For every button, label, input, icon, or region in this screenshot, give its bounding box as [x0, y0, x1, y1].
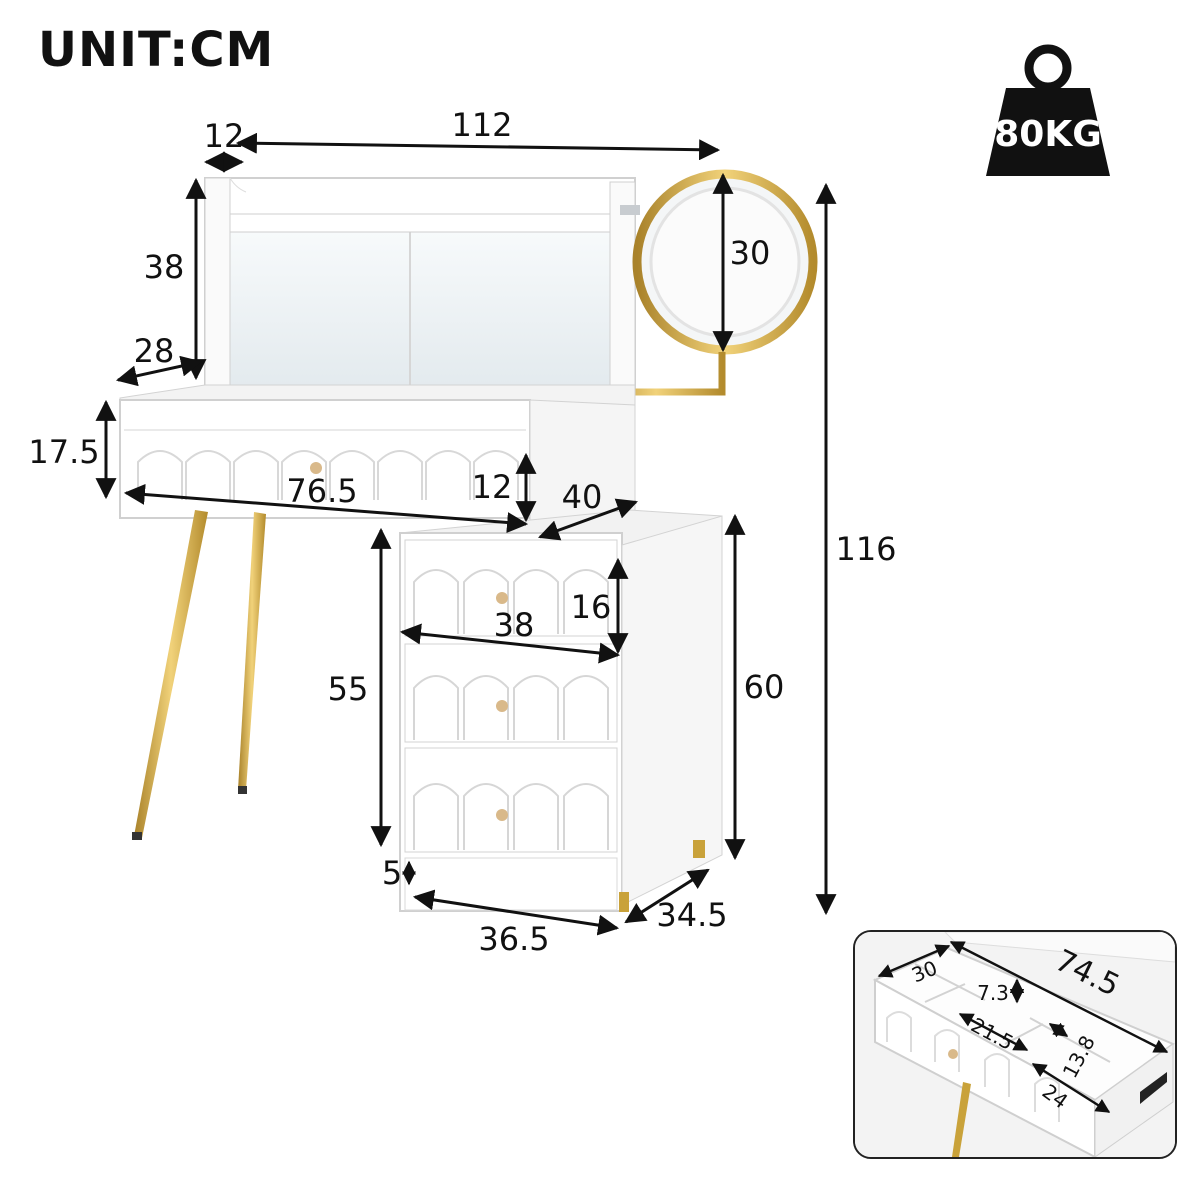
weight-icon [986, 44, 1110, 176]
drawer-detail-illustration: 74.5 30 7.3 21.5 13.8 24 [855, 932, 1175, 1157]
dim-desk-drawer-width: 76.5 [286, 472, 357, 510]
weight-label: 80KG [994, 114, 1102, 155]
dim-cabinet-drawer-height: 16 [571, 588, 612, 626]
dim-desk-drawer-height: 17.5 [28, 433, 99, 471]
dim-drawer-front-height: 12 [472, 468, 513, 506]
unit-title: UNIT:CM [38, 22, 275, 78]
dim-mirror-diameter: 30 [730, 234, 771, 272]
dim-cabinet-drawer-width: 38 [494, 606, 535, 644]
dim-base-height: 5 [382, 854, 402, 892]
inset-compartment-height: 7.3 [977, 981, 1009, 1005]
drawer-detail-inset: 74.5 30 7.3 21.5 13.8 24 [853, 930, 1177, 1159]
dim-total-width: 112 [451, 106, 512, 144]
weight-badge: 80KG [986, 44, 1110, 176]
dim-hutch-height: 38 [144, 248, 185, 286]
cabinet [399, 509, 723, 912]
dim-cabinet-top-depth: 40 [562, 478, 603, 516]
desk-drawer-knob [310, 462, 322, 474]
dim-desk-depth: 28 [134, 332, 175, 370]
dim-cabinet-height: 60 [744, 668, 785, 706]
legs [132, 510, 266, 840]
dim-cabinet-width: 36.5 [478, 920, 549, 958]
dim-total-height: 116 [835, 530, 896, 568]
hutch [204, 177, 636, 389]
desk [119, 384, 636, 529]
dim-top-depth: 12 [204, 117, 245, 155]
dim-under-desk-height: 55 [328, 670, 369, 708]
dimension-lines [95, 132, 837, 936]
dim-cabinet-depth: 34.5 [656, 896, 727, 934]
